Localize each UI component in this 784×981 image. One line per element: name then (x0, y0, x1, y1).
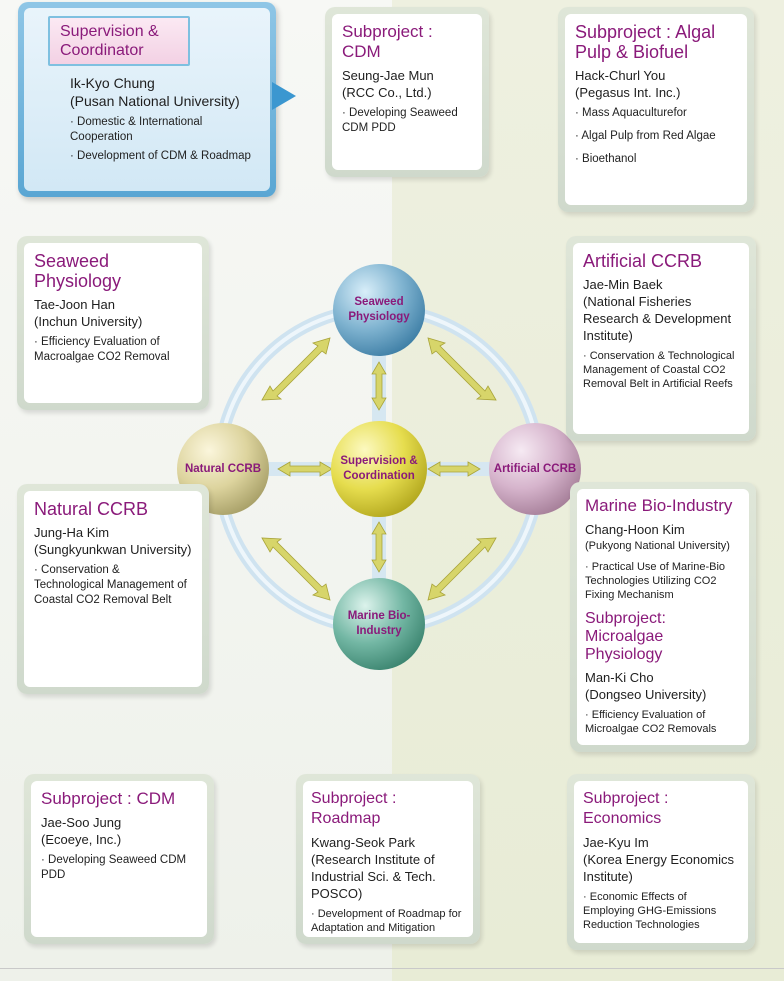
card-affiliation: (National Fisheries Research & Developme… (583, 294, 732, 343)
card-economics[interactable]: Subproject : Economics Jae-Kyu Im (Korea… (567, 774, 755, 950)
sphere-label-center[interactable]: Supervision & Coordination (331, 421, 427, 517)
supervision-person: Ik-Kyo Chung (70, 75, 155, 91)
sphere-artificial (489, 423, 581, 515)
card-affiliation: (RCC Co., Ltd.) (342, 85, 432, 100)
card-title: Subproject : CDM (342, 22, 433, 61)
sphere-label-artificial[interactable]: Artificial CCRB (489, 423, 581, 515)
bottom-divider (0, 968, 784, 969)
card-algal-pulp[interactable]: Subproject : Algal Pulp & Biofuel Hack-C… (558, 7, 754, 212)
card-title: Subproject : Roadmap (311, 790, 397, 827)
card-roadmap[interactable]: Subproject : Roadmap Kwang-Seok Park (Re… (296, 774, 480, 944)
card-person: Hack-Churl You (575, 68, 666, 83)
card-person-microalgae: Man-Ki Cho (585, 670, 654, 685)
supervision-title: Supervision & Coordinator (48, 16, 190, 66)
arrow-arc-bottomleft (261, 537, 331, 601)
card-cdm-bottom[interactable]: Subproject : CDM Jae-Soo Jung (Ecoeye, I… (24, 774, 214, 944)
card-title: Natural CCRB (34, 499, 149, 519)
sphere-center (331, 421, 427, 517)
card-cdm-top[interactable]: Subproject : CDM Seung-Jae Mun (RCC Co.,… (325, 7, 489, 177)
supervision-card[interactable]: Supervision & Coordinator Ik-Kyo Chung (… (18, 2, 276, 197)
sphere-label-marine[interactable]: Marine Bio-Industry (333, 578, 425, 670)
sphere-seaweed (333, 264, 425, 356)
card-person: Jae-Soo Jung (41, 815, 122, 830)
card-person: Kwang-Seok Park (311, 835, 416, 850)
supervision-affiliation: (Pusan National University) (70, 93, 240, 109)
card-affiliation: (Sungkyunkwan University) (34, 542, 192, 557)
card-bullet: Algal Pulp from Red Algae (575, 129, 737, 144)
card-person: Jung-Ha Kim (34, 525, 110, 540)
sphere-center-text: Supervision & Coordination (340, 455, 418, 482)
card-bullet: Development of Roadmap for Adaptation an… (311, 907, 465, 935)
card-bullet: Mass Aquaculturefor (575, 106, 737, 121)
sphere-natural-text: Natural CCRB (184, 462, 262, 475)
card-natural-ccrb[interactable]: Natural CCRB Jung-Ha Kim (Sungkyunkwan U… (17, 484, 209, 694)
card-affiliation: (Pegasus Int. Inc.) (575, 85, 681, 100)
card-affiliation: (Ecoeye, Inc.) (41, 832, 122, 847)
card-person: Tae-Joon Han (34, 297, 115, 312)
sphere-seaweed-text: Seaweed Physiology (348, 296, 410, 323)
supervision-bullet: Domestic & International Cooperation (70, 115, 260, 145)
sphere-artificial-text: Artificial CCRB (493, 462, 577, 475)
card-affiliation-microalgae: (Dongseo University) (585, 687, 707, 702)
arrow-arc-topleft (261, 337, 331, 401)
card-bullet: Practical Use of Marine-Bio Technologies… (585, 560, 741, 602)
sphere-label-natural[interactable]: Natural CCRB (177, 423, 269, 515)
supervision-bullet: Development of CDM & Roadmap (70, 149, 260, 164)
arrow-center-right (427, 461, 481, 477)
card-bullet-microalgae: Efficiency Evaluation of Microalgae CO2 … (585, 708, 741, 736)
sphere-marine (333, 578, 425, 670)
card-affiliation: (Korea Energy Economics Institute) (583, 852, 735, 884)
arrow-arc-bottomright (427, 537, 497, 601)
card-affiliation: (Research Institute of Industrial Sci. &… (311, 852, 436, 901)
card-person: Chang-Hoon Kim (585, 522, 685, 537)
arrows (261, 337, 497, 601)
card-marine-bio-industry[interactable]: Marine Bio-Industry Chang-Hoon Kim (Puky… (570, 482, 756, 752)
card-title: Marine Bio-Industry (585, 496, 733, 515)
card-title: Artificial CCRB (583, 251, 703, 271)
card-title: Subproject : Economics (583, 790, 669, 827)
card-bullet: Conservation & Technological Management … (583, 349, 739, 391)
sphere-marine-text: Marine Bio-Industry (347, 610, 411, 637)
card-person: Seung-Jae Mun (342, 68, 434, 83)
card-title-microalgae: Subproject: Microalgae Physiology (585, 610, 666, 663)
card-title: Subproject : Algal Pulp & Biofuel (575, 22, 716, 62)
card-title: Seaweed Physiology (34, 251, 122, 291)
card-affiliation: (Pukyong National University) (585, 540, 730, 552)
card-bullet: Bioethanol (575, 152, 737, 167)
card-person: Jae-Kyu Im (583, 835, 649, 850)
card-bullet: Developing Seaweed CDM PDD (41, 853, 197, 883)
arrow-center-bottom (371, 521, 387, 573)
card-bullet: Efficiency Evaluation of Macroalgae CO2 … (34, 335, 192, 365)
arrow-center-top (371, 361, 387, 411)
card-title: Subproject : CDM (41, 789, 176, 808)
card-bullet: Developing Seaweed CDM PDD (342, 106, 472, 136)
card-person: Jae-Min Baek (583, 277, 663, 292)
card-bullet: Economic Effects of Employing GHG-Emissi… (583, 890, 739, 932)
supervision-pointer-arrow (272, 82, 296, 110)
card-seaweed-physiology[interactable]: Seaweed Physiology Tae-Joon Han (Inchun … (17, 236, 209, 410)
card-bullet: Conservation & Technological Management … (34, 563, 192, 608)
arrow-arc-topright (427, 337, 497, 401)
sphere-label-seaweed[interactable]: Seaweed Physiology (333, 264, 425, 356)
card-artificial-ccrb[interactable]: Artificial CCRB Jae-Min Baek (National F… (566, 236, 756, 441)
card-affiliation: (Inchun University) (34, 314, 143, 329)
